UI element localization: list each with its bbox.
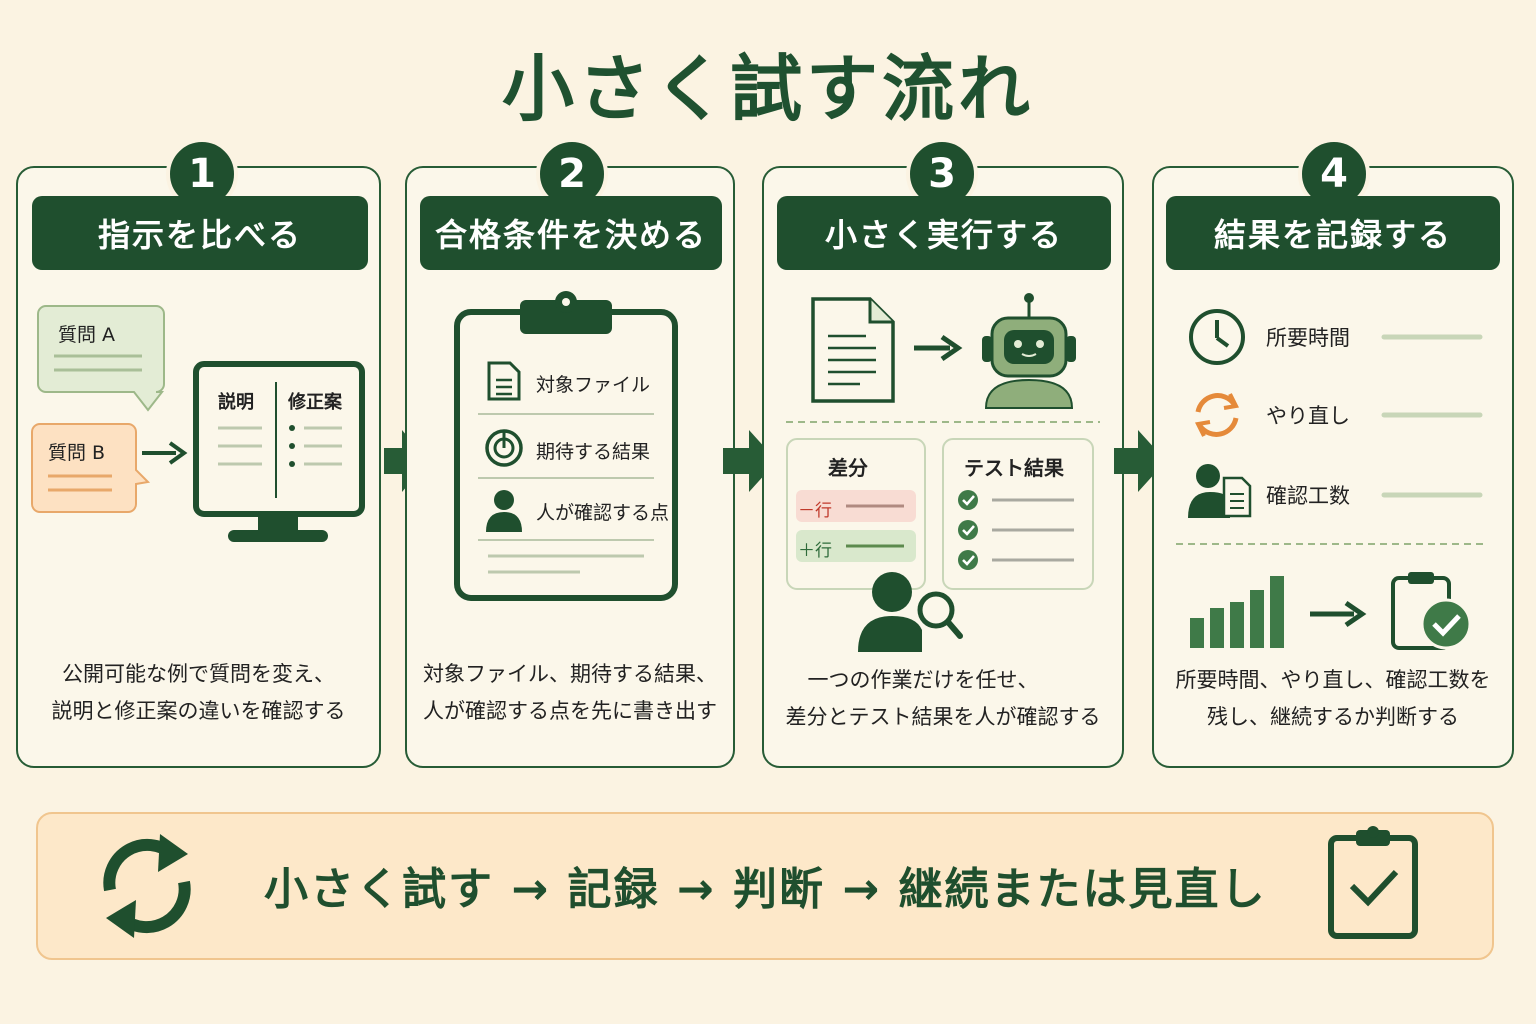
criteria-item-2: 期待する結果 <box>536 441 651 463</box>
step-heading-4: 結果を記録する <box>1166 196 1500 270</box>
dashed-divider <box>786 421 1100 423</box>
bubble-a-label: 質問 A <box>58 324 116 346</box>
step-description-2: 対象ファイル、期待する結果、 人が確認する点を先に書き出す <box>405 656 735 730</box>
step-description-4-line1: 所要時間、やり直し、確認工数を <box>1175 668 1491 692</box>
step-description-4-line2: 残し、継続するか判断する <box>1207 705 1459 729</box>
arrow-right-icon <box>914 334 963 362</box>
robot-icon <box>982 293 1076 409</box>
bar-chart-icon <box>1190 576 1284 648</box>
step-description-1: 公開可能な例で質問を変え、 説明と修正案の違いを確認する <box>16 656 381 730</box>
page-title: 小さく試す流れ <box>501 47 1034 131</box>
speech-bubble-b-icon <box>31 423 151 513</box>
metric-label-3: 確認工数 <box>1266 484 1350 508</box>
test-result-title: テスト結果 <box>964 456 1064 480</box>
flow-arrow-3-icon <box>1114 430 1166 492</box>
reviewer-search-icon <box>858 572 963 652</box>
dashed-divider <box>1176 543 1486 545</box>
clipboard-check-icon <box>1328 826 1418 939</box>
redo-icon <box>1195 393 1239 437</box>
step-description-1-line2: 説明と修正案の違いを確認する <box>51 699 346 723</box>
monitor-icon <box>193 361 365 542</box>
person-document-icon <box>1188 464 1252 518</box>
bubble-b-label: 質問 B <box>48 442 106 464</box>
criteria-item-3: 人が確認する点 <box>536 502 670 524</box>
file-icon <box>811 297 895 403</box>
step-description-3-line2: 差分とテスト結果を人が確認する <box>785 705 1101 729</box>
diff-minus-label: －行 <box>798 501 832 521</box>
speech-bubble-a-icon <box>37 305 165 412</box>
summary-text: 小さく試す → 記録 → 判断 → 継続または見直し <box>264 864 1267 915</box>
diff-plus-label: ＋行 <box>798 541 832 561</box>
step-description-1-line1: 公開可能な例で質問を変え、 <box>62 662 335 686</box>
diff-title: 差分 <box>828 456 868 480</box>
step-heading-2: 合格条件を決める <box>420 196 722 270</box>
screen-right-label: 修正案 <box>288 392 342 413</box>
clipboard-check-icon <box>1391 572 1472 650</box>
flow-arrow-2-icon <box>723 430 777 492</box>
metric-label-2: やり直し <box>1266 404 1350 428</box>
step-description-4: 所要時間、やり直し、確認工数を 残し、継続するか判断する <box>1152 662 1514 736</box>
person-icon <box>486 490 522 532</box>
step-description-2-line2: 人が確認する点を先に書き出す <box>423 699 717 723</box>
step-description-3-line1: 一つの作業だけを任せ、 <box>807 668 1039 692</box>
step-heading-1: 指示を比べる <box>32 196 368 270</box>
document-icon <box>487 361 521 401</box>
step-description-2-line1: 対象ファイル、期待する結果、 <box>423 662 717 686</box>
summary-banner <box>36 812 1494 960</box>
test-result-panel <box>942 438 1094 590</box>
diff-panel <box>786 438 926 590</box>
criteria-item-1: 対象ファイル <box>536 374 651 396</box>
step-description-3: 一つの作業だけを任せ、 差分とテスト結果を人が確認する <box>762 662 1124 736</box>
metric-label-1: 所要時間 <box>1266 326 1350 350</box>
step-heading-3: 小さく実行する <box>777 196 1111 270</box>
metric-line-1 <box>1381 334 1483 340</box>
clock-icon <box>1189 309 1245 365</box>
arrow-right-icon <box>142 441 188 465</box>
metric-line-3 <box>1381 492 1483 498</box>
cycle-icon <box>103 834 191 938</box>
arrow-right-icon <box>1310 600 1367 628</box>
metric-line-2 <box>1381 412 1483 418</box>
screen-left-label: 説明 <box>218 392 254 413</box>
target-icon <box>485 429 523 467</box>
